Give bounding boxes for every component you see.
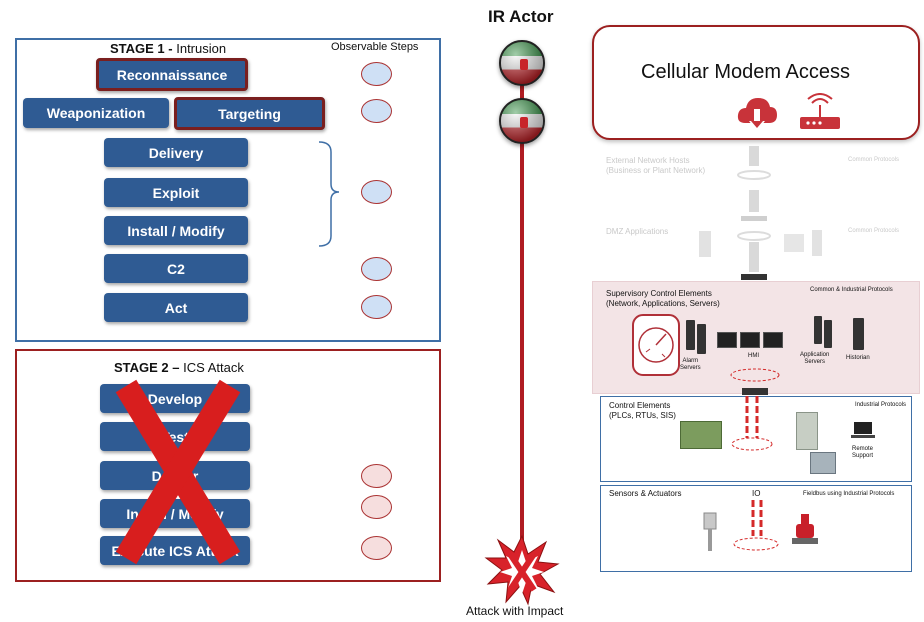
hmi-monitor-icon [740,332,760,348]
impact-label: Attack with Impact [466,604,564,618]
dmz-label: DMZ Applications [606,227,669,236]
step-delivery: Delivery [104,138,248,167]
explosion-icon [484,534,560,606]
application-server-icon [824,320,832,348]
historian-icon [853,318,864,350]
gauge-icon [632,314,680,376]
control-label: Control Elements (PLCs, RTUs, SIS) [609,401,676,420]
actor-title: IR Actor [488,7,554,26]
actuator-icon [792,514,818,544]
hmi-monitor-icon [717,332,737,348]
supervisory-protocol: Common & Industrial Protocols [810,287,893,293]
step-reconnaissance: Reconnaissance [96,58,248,91]
step-act: Act [104,293,248,322]
step-c2: C2 [104,254,248,283]
application-server-icon [814,316,822,344]
observable-marker [361,62,392,86]
alarm-server-icon [697,324,706,354]
hmi-monitor-icon [763,332,783,348]
stage1-title: STAGE 1 - Intrusion [110,41,227,56]
cellular-modem-title: Cellular Modem Access [641,61,850,83]
hmi-highlight [730,368,780,382]
hmi-label: HMI [748,353,759,359]
step-weaponization: Weaponization [23,98,169,128]
observable-marker [361,495,392,519]
supervisory-label: Supervisory Control Elements (Network, A… [606,289,720,308]
external-hosts-label: External Network Hosts (Business or Plan… [606,156,706,175]
observable-steps-title: Observable Steps [331,41,419,53]
control-protocol: Industrial Protocols [855,402,907,408]
io-label: IO [752,489,761,498]
laptop-icon [851,422,875,438]
steps-bracket [318,141,340,247]
external-hosts-protocol: Common Protocols [848,157,900,163]
sis-icon [810,452,836,474]
observable-marker [361,536,392,560]
control-uplinks [731,396,773,451]
stage2-title: STAGE 2 – ICS Attack [114,360,244,375]
observable-marker [361,257,392,281]
switch-icon [742,388,768,395]
step-exploit: Exploit [104,178,248,207]
dmz-server-icon [699,231,711,257]
io-links [733,500,779,551]
observable-marker [361,99,392,123]
sensor-icon [703,512,717,551]
cloud-download-icon [737,98,777,131]
sensors-protocol: Fieldbus using Industrial Protocols [803,491,895,497]
dmz-server-icon [812,230,822,256]
sensors-layer [600,485,912,572]
plc-icon [680,421,722,449]
cross-out-icon [115,379,241,565]
step-install-modify: Install / Modify [104,216,248,245]
step-targeting: Targeting [174,97,325,130]
dmz-protocol: Common Protocols [848,228,900,234]
observable-marker [361,180,392,204]
dmz-device-icon [784,234,804,252]
historian-label: Historian [846,355,870,361]
sensors-label: Sensors & Actuators [609,489,682,498]
alarm-servers-label: Alarm Servers [680,358,701,371]
remote-support-label: Remote Support [852,446,874,459]
application-servers-label: Application Servers [800,352,830,365]
modem-icon [800,93,840,129]
observable-marker [361,295,392,319]
observable-marker [361,464,392,488]
flag-icon [499,98,545,144]
alarm-server-icon [686,320,695,350]
flag-icon [499,40,545,86]
rtu-icon [796,412,818,450]
